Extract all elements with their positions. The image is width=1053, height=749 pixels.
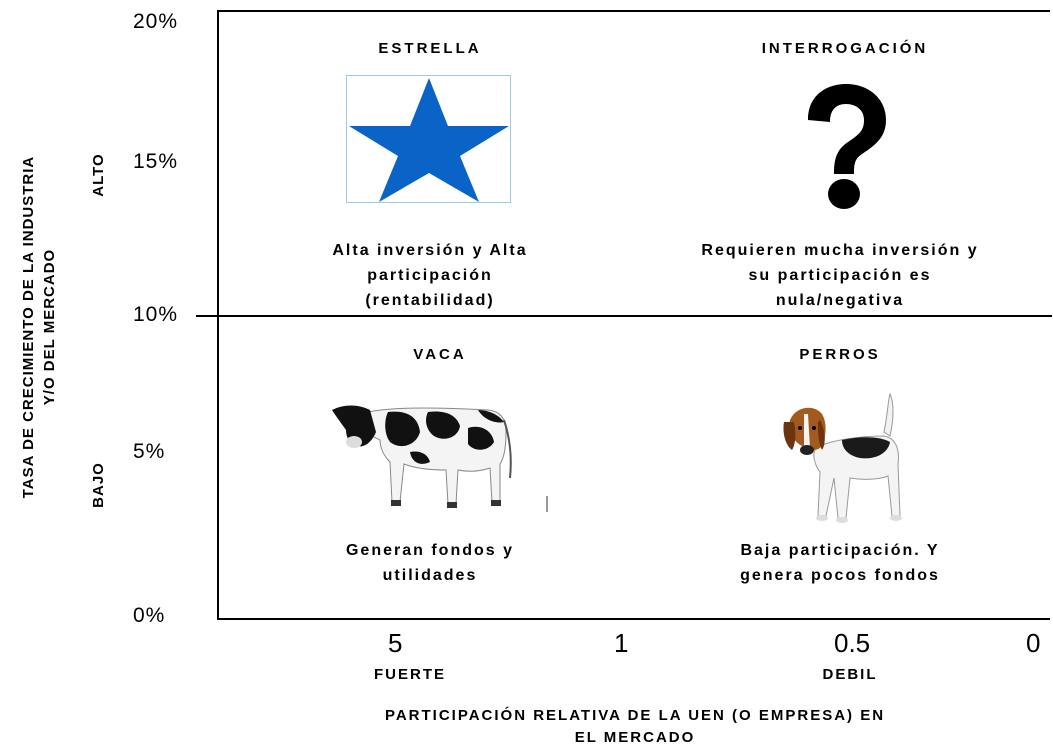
- dog-icon: [780, 392, 920, 527]
- cow-desc-line2: utilidades: [382, 567, 478, 584]
- star-desc-line2: participación: [367, 267, 493, 284]
- y-level-low: BAJO: [90, 462, 107, 508]
- x-tick-0-5: 0.5: [834, 628, 871, 658]
- question-quadrant-desc: Requieren mucha inversión y su participa…: [640, 238, 1040, 313]
- dog-desc-line1: Baja participación. Y: [740, 542, 940, 559]
- x-label-weak: DEBIL: [822, 666, 878, 683]
- star-desc-line3: (rentabilidad): [365, 292, 495, 309]
- star-quadrant-desc: Alta inversión y Alta participación (ren…: [270, 238, 590, 313]
- x-tick-1: 1: [614, 628, 629, 658]
- y-tick-5: 5%: [133, 440, 166, 463]
- y-tick-0: 0%: [133, 604, 166, 627]
- question-desc-line1: Requieren mucha inversión y: [701, 242, 979, 259]
- x-tick-0: 0: [1026, 628, 1041, 658]
- y-axis-title-line2: Y/O DEL MERCADO: [41, 248, 58, 406]
- cow-quadrant-desc: Generan fondos y utilidades: [280, 538, 580, 588]
- dog-quadrant-title: PERROS: [799, 346, 881, 363]
- y-axis-title-line1: TASA DE CRECIMIENTO DE LA INDUSTRIA: [20, 155, 37, 499]
- y-tick-10: 10%: [133, 303, 179, 326]
- y-tick-20: 20%: [133, 10, 179, 33]
- x-axis-title-line2: EL MERCADO: [574, 729, 696, 746]
- cow-icon: [328, 398, 558, 520]
- x-axis-title: PARTICIPACIÓN RELATIVA DE LA UEN (O EMPR…: [200, 705, 1053, 749]
- cow-desc-line1: Generan fondos y: [345, 542, 515, 559]
- cow-quadrant-title: VACA: [413, 346, 467, 363]
- y-axis-title: TASA DE CRECIMIENTO DE LA INDUSTRIA Y/O …: [18, 127, 62, 527]
- star-quadrant-title: ESTRELLA: [378, 40, 482, 57]
- question-desc-line3: nula/negativa: [775, 292, 905, 309]
- y-level-high: ALTO: [90, 153, 107, 197]
- question-mark-icon: [798, 82, 893, 212]
- x-label-strong: FUERTE: [374, 666, 446, 683]
- star-icon: [346, 75, 511, 203]
- question-desc-line2: su participación es: [748, 267, 932, 284]
- dog-desc-line2: genera pocos fondos: [740, 567, 940, 584]
- star-desc-line1: Alta inversión y Alta: [332, 242, 528, 259]
- question-quadrant-title: INTERROGACIÓN: [761, 40, 929, 57]
- y-tick-15: 15%: [133, 150, 179, 173]
- x-tick-5: 5: [388, 628, 403, 658]
- matrix-midline: [196, 315, 1052, 317]
- x-axis-title-line1: PARTICIPACIÓN RELATIVA DE LA UEN (O EMPR…: [384, 707, 886, 724]
- dog-quadrant-desc: Baja participación. Y genera pocos fondo…: [680, 538, 1000, 588]
